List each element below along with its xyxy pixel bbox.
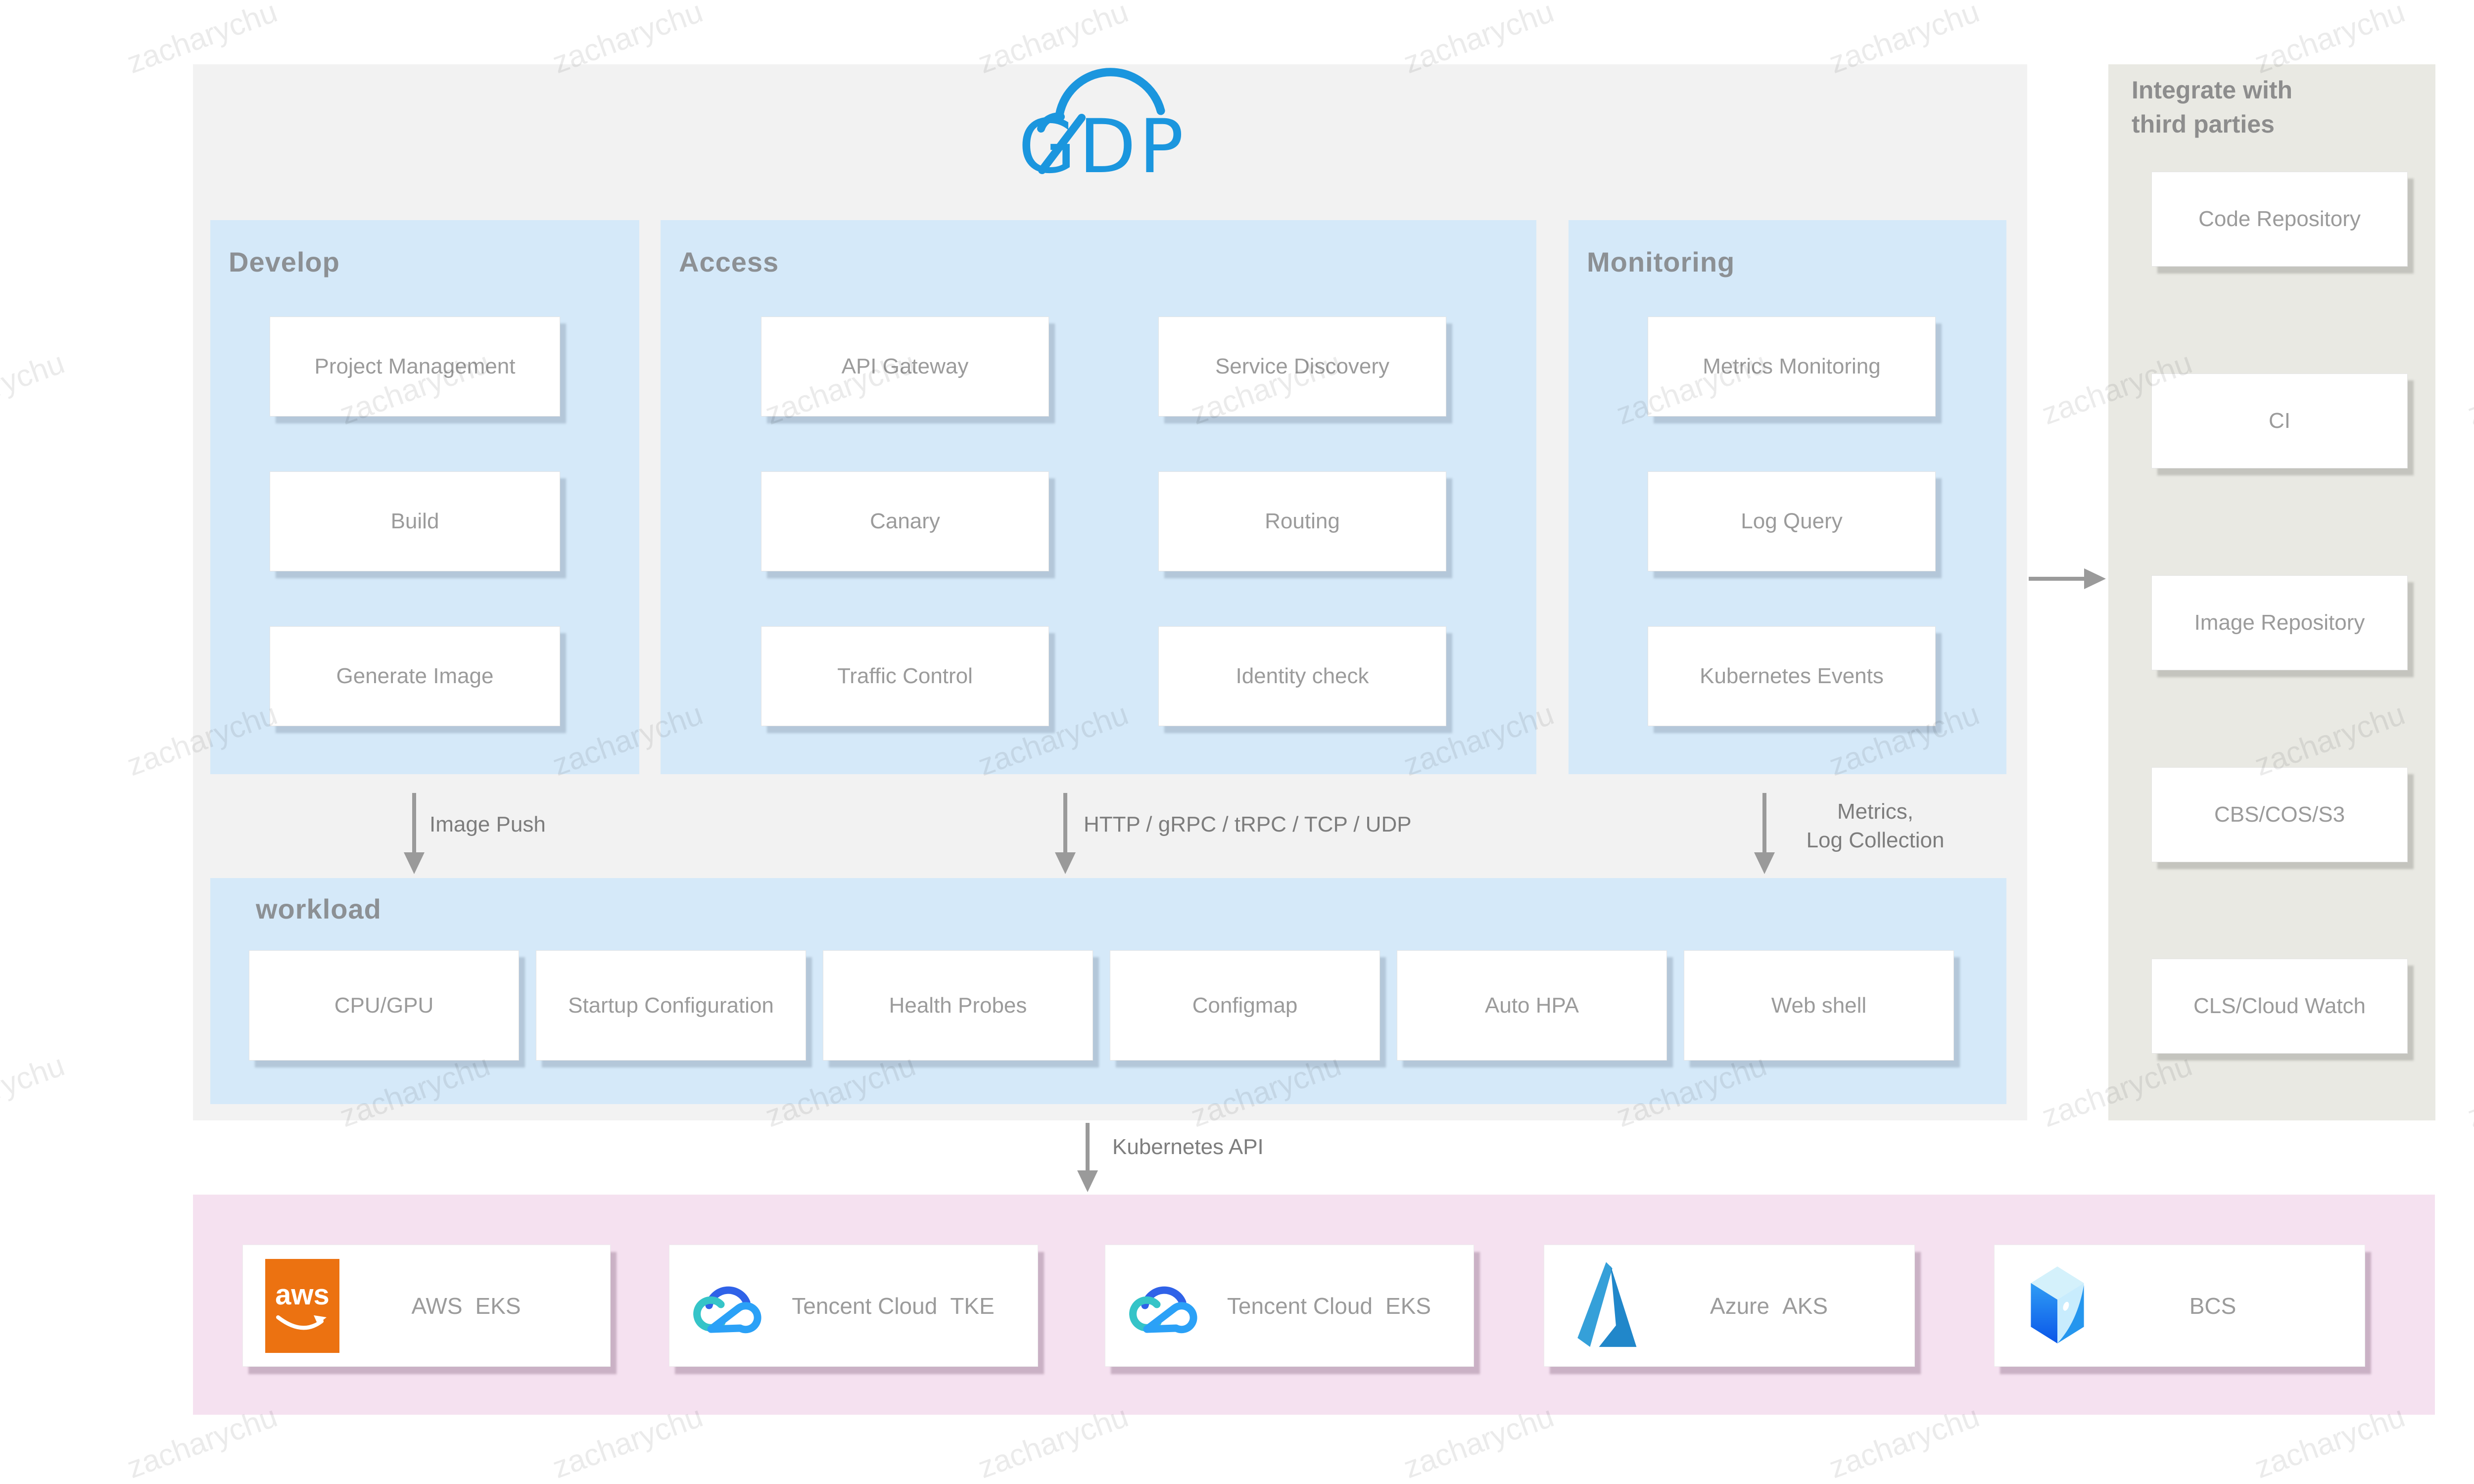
arrow-label-image-push: Image Push bbox=[429, 812, 546, 836]
arrow-monitoring-to-workload bbox=[1762, 793, 1766, 853]
cluster-label: Tencent Cloud TKE bbox=[773, 1245, 1013, 1366]
box-cls-cloud-watch: CLS/Cloud Watch bbox=[2151, 959, 2408, 1054]
cluster-card-tencent-eks: Tencent Cloud EKS bbox=[1105, 1245, 1474, 1367]
tencent-cloud-logo-icon bbox=[690, 1278, 764, 1337]
cluster-card-azure-aks: Azure AKS bbox=[1544, 1245, 1915, 1367]
box-metrics-monitoring: Metrics Monitoring bbox=[1648, 317, 1936, 417]
box-api-gateway: API Gateway bbox=[761, 317, 1049, 417]
cluster-card-bcs: BCS bbox=[1994, 1245, 2365, 1367]
box-identity-check: Identity check bbox=[1158, 626, 1446, 726]
box-routing: Routing bbox=[1158, 471, 1446, 571]
arrow-label-metrics-log-collection: Metrics, Log Collection bbox=[1784, 797, 1967, 855]
box-web-shell: Web shell bbox=[1684, 950, 1954, 1061]
cluster-label: Azure AKS bbox=[1648, 1245, 1890, 1366]
cluster-vendor: BCS bbox=[2189, 1293, 2236, 1319]
cluster-product: EKS bbox=[475, 1293, 521, 1319]
cluster-label: Tencent Cloud EKS bbox=[1209, 1245, 1449, 1366]
box-image-repository: Image Repository bbox=[2151, 575, 2408, 670]
cloud-arc-top bbox=[1054, 68, 1165, 123]
box-log-query: Log Query bbox=[1648, 471, 1936, 571]
logo-text: GDP bbox=[1018, 104, 1187, 187]
cluster-label: BCS bbox=[2098, 1245, 2340, 1366]
arrow-label-metrics-line1: Metrics, bbox=[1837, 799, 1913, 824]
arrow-platform-to-integrations bbox=[2029, 577, 2085, 581]
cluster-label: AWS EKS bbox=[347, 1245, 585, 1366]
monitoring-panel-title: Monitoring bbox=[1587, 246, 1735, 278]
box-startup-configuration: Startup Configuration bbox=[536, 950, 806, 1061]
arrow-develop-to-workload bbox=[412, 793, 416, 853]
arrow-workload-to-clusters bbox=[1086, 1123, 1090, 1171]
gdp-logo-icon: GDP bbox=[1018, 68, 1187, 187]
cluster-vendor: Azure bbox=[1710, 1293, 1770, 1319]
box-canary: Canary bbox=[761, 471, 1049, 571]
azure-logo-icon bbox=[1574, 1260, 1638, 1352]
workload-panel-title: workload bbox=[256, 893, 381, 925]
watermark-text: zacharychu bbox=[0, 1048, 69, 1134]
integrations-panel-title: Integrate with third parties bbox=[2132, 73, 2292, 141]
bcs-logo-icon bbox=[2024, 1262, 2091, 1350]
cluster-product: AKS bbox=[1782, 1293, 1828, 1319]
aws-logo-icon: aws bbox=[265, 1259, 339, 1355]
box-health-probes: Health Probes bbox=[823, 950, 1093, 1061]
access-panel-title: Access bbox=[679, 246, 779, 278]
box-auto-hpa: Auto HPA bbox=[1397, 950, 1667, 1061]
cluster-product: EKS bbox=[1385, 1293, 1431, 1319]
box-traffic-control: Traffic Control bbox=[761, 626, 1049, 726]
box-configmap: Configmap bbox=[1110, 950, 1380, 1061]
watermark-text: zacharychu bbox=[2463, 345, 2474, 432]
box-ci: CI bbox=[2151, 373, 2408, 468]
box-service-discovery: Service Discovery bbox=[1158, 317, 1446, 417]
develop-panel-title: Develop bbox=[229, 246, 340, 278]
aws-logo-text: aws bbox=[275, 1279, 330, 1311]
arrow-label-metrics-line2: Log Collection bbox=[1806, 828, 1945, 853]
box-generate-image: Generate Image bbox=[270, 626, 560, 726]
integrations-title-line2: third parties bbox=[2132, 110, 2275, 138]
integrations-title-line1: Integrate with bbox=[2132, 76, 2293, 104]
box-build: Build bbox=[270, 471, 560, 571]
cluster-vendor: AWS bbox=[411, 1293, 463, 1319]
cluster-product: TKE bbox=[950, 1293, 995, 1319]
cluster-vendor: Tencent Cloud bbox=[792, 1293, 938, 1319]
cluster-card-aws-eks: aws AWS EKS bbox=[242, 1245, 611, 1367]
box-kubernetes-events: Kubernetes Events bbox=[1648, 626, 1936, 726]
arrow-access-to-workload bbox=[1063, 793, 1067, 853]
arrow-label-kubernetes-api: Kubernetes API bbox=[1112, 1135, 1264, 1159]
logo-slash bbox=[1038, 114, 1086, 174]
cluster-vendor: Tencent Cloud bbox=[1227, 1293, 1373, 1319]
watermark-text: zacharychu bbox=[0, 345, 69, 432]
box-cpu-gpu: CPU/GPU bbox=[249, 950, 519, 1061]
watermark-text: zacharychu bbox=[2463, 1048, 2474, 1134]
tencent-cloud-logo-icon bbox=[1126, 1278, 1200, 1337]
box-cbs-cos-s3: CBS/COS/S3 bbox=[2151, 767, 2408, 862]
box-project-management: Project Management bbox=[270, 317, 560, 417]
cluster-card-tencent-tke: Tencent Cloud TKE bbox=[669, 1245, 1038, 1367]
box-code-repository: Code Repository bbox=[2151, 172, 2408, 267]
arrow-label-protocols: HTTP / gRPC / tRPC / TCP / UDP bbox=[1084, 812, 1412, 836]
